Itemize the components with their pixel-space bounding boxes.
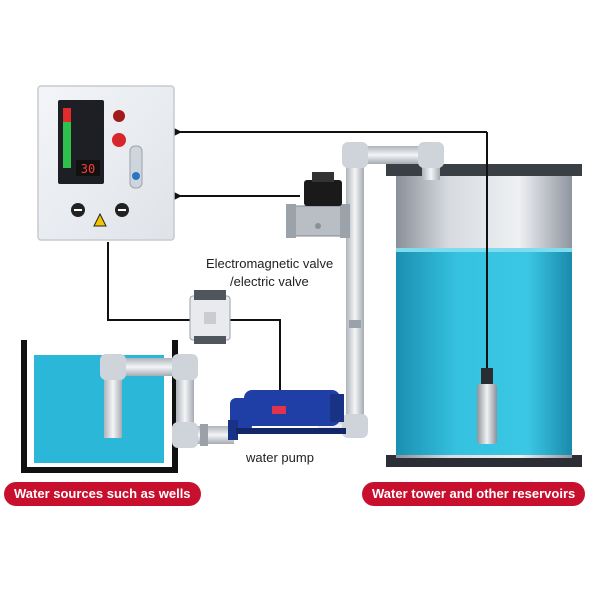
mode-switch-lamp bbox=[132, 172, 140, 180]
contactor-terminals-bottom bbox=[194, 336, 226, 344]
pipe-coupling bbox=[349, 320, 361, 328]
level-bar-alarm bbox=[63, 108, 71, 122]
power-wire-to-contactor bbox=[107, 242, 198, 321]
pump-coupling-guard bbox=[272, 406, 286, 414]
suction-pipe-down bbox=[104, 370, 122, 438]
tank-water-surface bbox=[396, 248, 572, 252]
pipe-elbow bbox=[172, 354, 198, 380]
sensor-gland bbox=[481, 368, 493, 386]
reservoir-tank bbox=[386, 164, 582, 467]
digital-readout: 30 bbox=[81, 162, 95, 176]
pipe-elbow bbox=[418, 142, 444, 168]
valve-coil-cap bbox=[312, 172, 334, 182]
digital-readout-bg bbox=[76, 160, 100, 176]
sensor-probe bbox=[477, 384, 497, 444]
contactor bbox=[189, 290, 231, 344]
valve-label-line1: Electromagnetic valve bbox=[206, 256, 334, 271]
valve-body bbox=[287, 205, 349, 237]
tower-badge: Water tower and other reservoirs bbox=[362, 482, 586, 506]
contactor-indicator bbox=[204, 312, 216, 324]
pipe-elbow bbox=[100, 354, 126, 380]
riser-pipe bbox=[346, 160, 364, 432]
pipe-elbow bbox=[342, 142, 368, 168]
mode-switch bbox=[129, 145, 143, 189]
pipe-coupling bbox=[200, 424, 208, 446]
valve-label-line2: /electric valve bbox=[230, 274, 309, 289]
solenoid-valve bbox=[286, 172, 350, 238]
pipework bbox=[100, 142, 444, 448]
pump-motor bbox=[244, 390, 340, 426]
control-wiring bbox=[107, 122, 487, 395]
level-bar bbox=[63, 108, 71, 168]
pump-label: water pump bbox=[246, 450, 314, 465]
water-pump bbox=[228, 390, 346, 440]
warning-triangle-icon bbox=[93, 212, 107, 227]
basin-wall bbox=[21, 340, 178, 473]
valve-flange-right bbox=[340, 204, 350, 238]
contactor-wire-to-pump bbox=[228, 319, 281, 395]
contactor-terminals-top bbox=[194, 290, 226, 300]
valve-bolt bbox=[315, 223, 321, 229]
valve-flange-left bbox=[286, 204, 296, 238]
pipe-elbow bbox=[342, 414, 368, 438]
source-badge: Water sources such as wells bbox=[4, 482, 201, 506]
indicator-lamp-red bbox=[112, 133, 126, 147]
pipe-elbow bbox=[172, 422, 198, 448]
indicator-lamp-top bbox=[113, 110, 125, 122]
pump-inlet bbox=[228, 420, 238, 440]
control-box: 30 bbox=[37, 85, 175, 241]
valve-coil bbox=[304, 180, 342, 206]
riser-pipe-top bbox=[346, 146, 438, 164]
pump-fan-cover bbox=[330, 394, 344, 422]
pump-base bbox=[236, 428, 346, 434]
level-sensor bbox=[477, 132, 497, 444]
tank-rim-top bbox=[386, 164, 582, 176]
